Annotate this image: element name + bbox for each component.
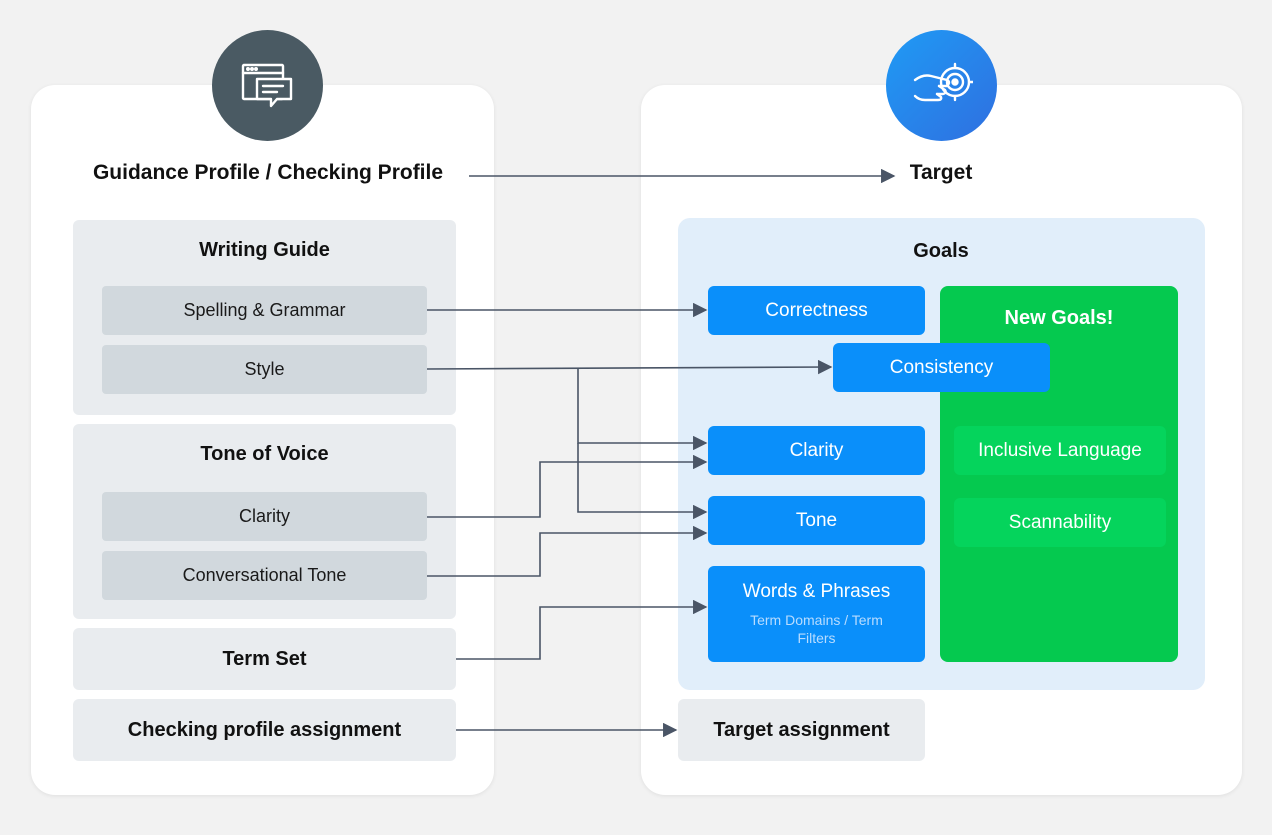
guidance-profile-title: Guidance Profile / Checking Profile (92, 161, 444, 184)
inclusive-language-goal[interactable]: Inclusive Language (954, 426, 1166, 475)
spelling-grammar-item[interactable]: Spelling & Grammar (102, 286, 427, 335)
new-goals-title: New Goals! (1004, 307, 1114, 329)
words-phrases-goal[interactable]: Words & Phrases Term Domains / Term Filt… (708, 566, 925, 662)
style-item[interactable]: Style (102, 345, 427, 394)
tone-goal[interactable]: Tone (708, 496, 925, 545)
words-phrases-sub: Term Domains / Term Filters (750, 612, 883, 646)
consistency-goal[interactable]: Consistency (833, 343, 1050, 392)
term-set-box[interactable]: Term Set (73, 628, 456, 690)
correctness-goal[interactable]: Correctness (708, 286, 925, 335)
target-hand-icon (886, 30, 997, 141)
target-title: Target (909, 161, 973, 184)
tone-of-voice-title: Tone of Voice (200, 443, 329, 465)
checking-profile-assignment-box[interactable]: Checking profile assignment (73, 699, 456, 761)
writing-guide-title: Writing Guide (199, 239, 330, 261)
clarity-goal[interactable]: Clarity (708, 426, 925, 475)
scannability-goal[interactable]: Scannability (954, 498, 1166, 547)
goals-title: Goals (913, 240, 969, 262)
conversational-tone-item[interactable]: Conversational Tone (102, 551, 427, 600)
chat-window-icon (212, 30, 323, 141)
words-phrases-label: Words & Phrases (742, 581, 891, 602)
clarity-item[interactable]: Clarity (102, 492, 427, 541)
target-assignment-box[interactable]: Target assignment (678, 699, 925, 761)
